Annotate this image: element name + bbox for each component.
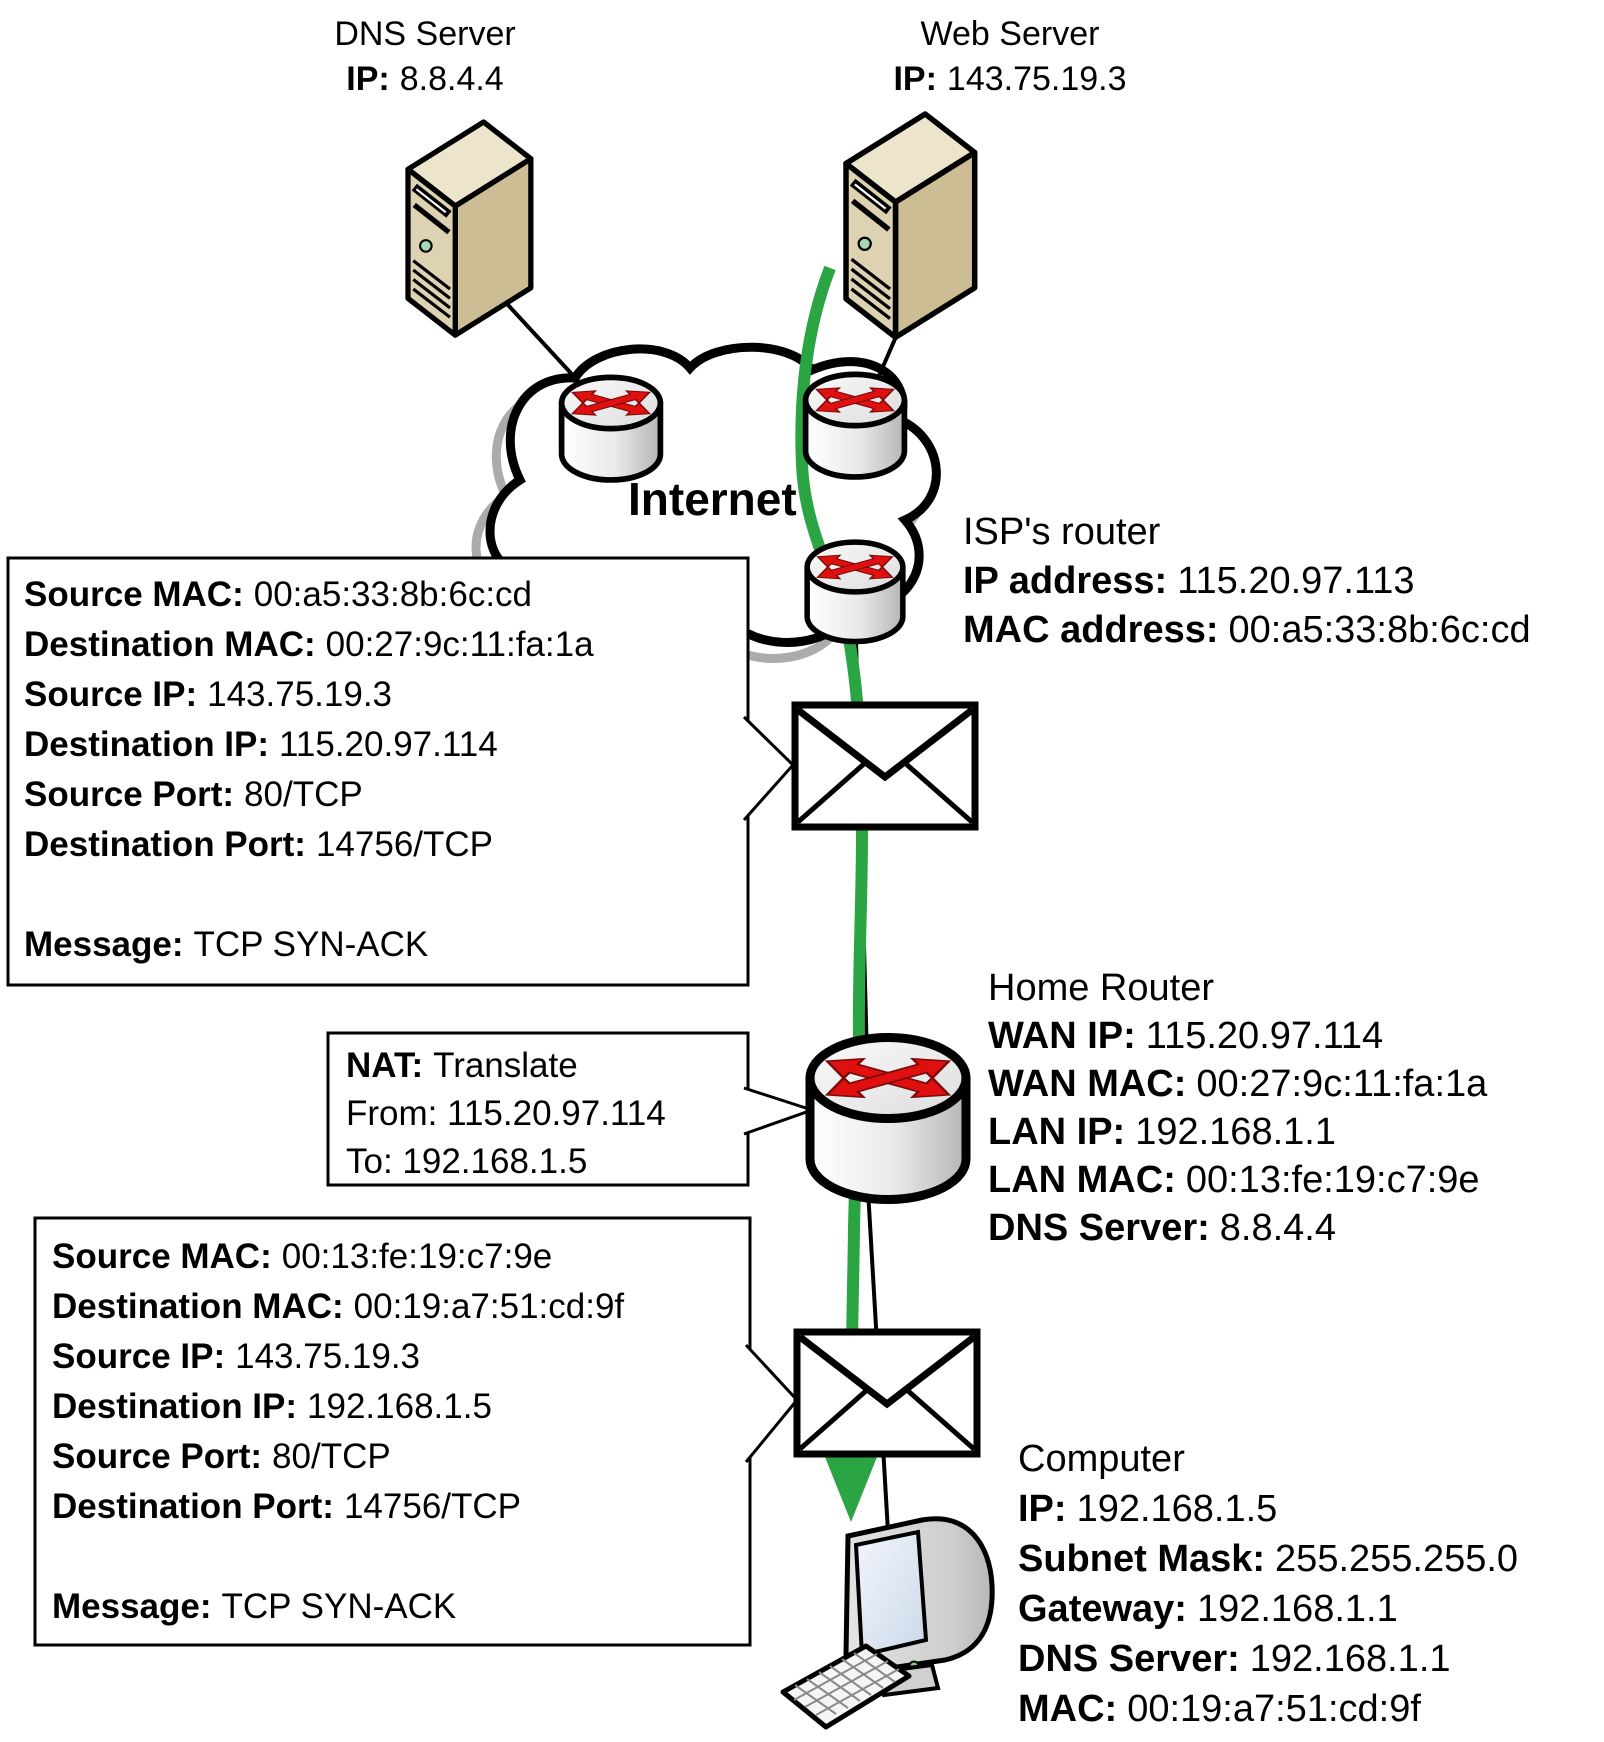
envelope-icon-2 [797, 1332, 977, 1454]
dns-server-icon [408, 122, 531, 335]
callout-pointer-2 [746, 1345, 797, 1462]
core-router-1-icon [562, 377, 661, 480]
message-label: Message: [24, 925, 184, 964]
nat-from-line: From: 115.20.97.114 [346, 1094, 666, 1133]
packet-info-2-text: Source MAC:00:13:fe:19:c7:9e Destination… [52, 1237, 625, 1626]
dns-ip-value: 8.8.4.4 [399, 60, 504, 98]
nat-label: NAT: [346, 1046, 424, 1085]
packet-info-1-text: Source MAC:00:a5:33:8b:6c:cd Destination… [24, 575, 594, 964]
callout-pointer-nat [744, 1088, 812, 1134]
home-router-label: Home Router WAN IP:115.20.97.114 WAN MAC… [988, 964, 1487, 1252]
envelope-icon-1 [795, 705, 975, 827]
monitor-screen [853, 1529, 929, 1658]
home-router-icon [810, 1038, 966, 1200]
callout-pointer-1 [744, 717, 793, 820]
message-value: TCP SYN-ACK [221, 1587, 457, 1626]
dns-server-title: DNS Server [334, 15, 516, 53]
isp-router-label: ISP's router IP address:115.20.97.113 MA… [963, 508, 1531, 655]
web-ip-value: 143.75.19.3 [946, 60, 1127, 98]
dns-server-label: DNS Server IP:8.8.4.4 [300, 12, 550, 102]
nat-to-line: To: 192.168.1.5 [346, 1142, 588, 1181]
isp-router-icon [807, 542, 903, 641]
isp-router-title: ISP's router [963, 511, 1161, 553]
computer-label: Computer IP:192.168.1.5 Subnet Mask:255.… [1018, 1434, 1518, 1734]
web-server-icon [846, 114, 975, 337]
keyboard-icon [780, 1643, 912, 1730]
packet-info-box-2 [33, 1216, 752, 1647]
home-router-title: Home Router [988, 967, 1214, 1009]
link-dns-to-core-router [495, 291, 582, 385]
internet-label: Internet [628, 473, 797, 525]
message-value: TCP SYN-ACK [193, 925, 429, 964]
web-ip-label: IP: [893, 60, 937, 98]
web-server-title: Web Server [920, 15, 1100, 53]
computer-title: Computer [1018, 1438, 1185, 1480]
web-server-label: Web Server IP:143.75.19.3 [835, 12, 1185, 102]
nat-box-text: NAT:Translate From: 115.20.97.114 To: 19… [346, 1042, 666, 1186]
message-label: Message: [52, 1587, 212, 1626]
packet-path-arrowhead [823, 1452, 879, 1522]
dns-ip-label: IP: [346, 60, 390, 98]
packet-info-box-1 [6, 556, 750, 987]
core-router-2-icon [806, 374, 905, 477]
